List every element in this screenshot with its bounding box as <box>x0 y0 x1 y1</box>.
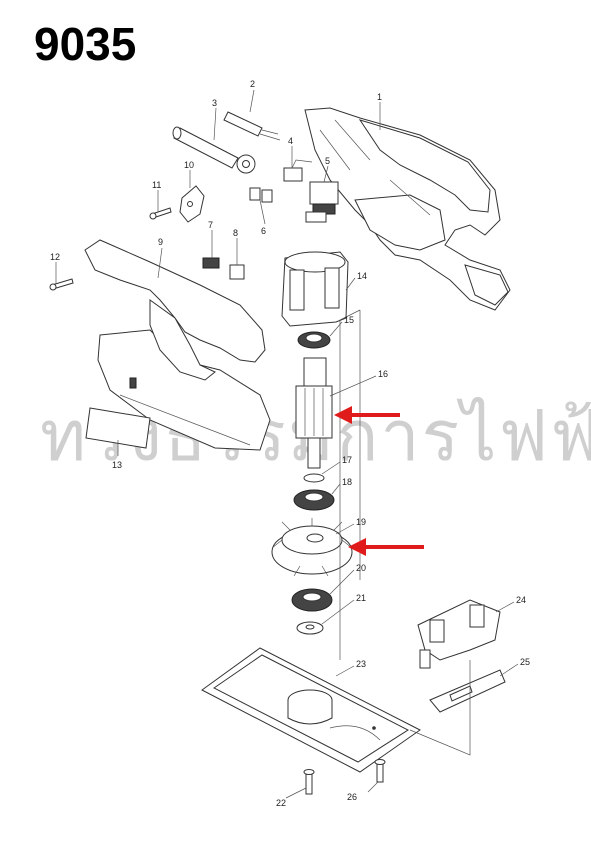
retaining-ring <box>303 473 325 483</box>
svg-text:25: 25 <box>520 657 530 667</box>
clamp-lever <box>429 669 506 713</box>
svg-text:13: 13 <box>112 460 122 470</box>
part-label-4: 4 <box>288 136 293 168</box>
part-label-12: 12 <box>50 252 60 284</box>
svg-text:17: 17 <box>342 455 352 465</box>
cord <box>223 111 281 141</box>
part-label-19: 19 <box>335 517 366 535</box>
part-label-14: 14 <box>345 271 367 291</box>
carbon-brush <box>202 257 220 269</box>
svg-text:2: 2 <box>250 79 255 89</box>
bearing-15 <box>297 331 331 349</box>
part-label-9: 9 <box>157 237 163 279</box>
part-label-21: 21 <box>321 593 366 625</box>
part-label-16: 16 <box>329 369 388 397</box>
svg-text:20: 20 <box>356 563 366 573</box>
part-label-24: 24 <box>495 595 526 613</box>
base-plate <box>201 647 421 773</box>
part-label-26: 26 <box>347 781 379 802</box>
switch <box>305 181 339 223</box>
part-label-22: 22 <box>276 787 307 808</box>
strain-relief <box>179 185 205 223</box>
part-label-11: 11 <box>152 180 161 212</box>
part-label-3: 3 <box>212 98 217 141</box>
part-label-10: 10 <box>184 160 194 188</box>
svg-text:14: 14 <box>357 271 367 281</box>
svg-text:7: 7 <box>208 220 213 230</box>
svg-text:26: 26 <box>347 792 357 802</box>
part-label-5: 5 <box>323 156 330 183</box>
screw-26 <box>374 759 386 783</box>
part-label-1: 1 <box>377 92 382 130</box>
part-label-17: 17 <box>321 455 352 475</box>
part-label-25: 25 <box>499 657 530 677</box>
screw-12 <box>49 278 74 291</box>
brush-holder <box>229 264 245 280</box>
svg-text:19: 19 <box>356 517 366 527</box>
terminal <box>249 187 273 203</box>
screw-22 <box>303 769 315 795</box>
paper-clamp <box>417 599 501 669</box>
part-label-13: 13 <box>112 440 122 470</box>
svg-text:21: 21 <box>356 593 366 603</box>
name-plate <box>85 407 151 449</box>
svg-text:18: 18 <box>342 477 352 487</box>
housing-right <box>304 107 511 311</box>
svg-text:23: 23 <box>356 659 366 669</box>
svg-text:10: 10 <box>184 160 194 170</box>
part-label-6: 6 <box>259 199 266 236</box>
armature <box>295 357 333 469</box>
svg-text:1: 1 <box>377 92 382 102</box>
svg-text:11: 11 <box>152 180 161 190</box>
svg-text:22: 22 <box>276 798 286 808</box>
svg-text:9: 9 <box>158 237 163 247</box>
cord-guard <box>172 126 256 174</box>
svg-text:5: 5 <box>325 156 330 166</box>
part-label-8: 8 <box>233 228 238 265</box>
part-label-20: 20 <box>329 563 366 595</box>
svg-text:12: 12 <box>50 252 60 262</box>
washer <box>296 621 324 635</box>
bearing-20 <box>291 588 333 612</box>
capacitor <box>283 159 313 182</box>
fan <box>271 518 353 577</box>
svg-text:6: 6 <box>261 226 266 236</box>
svg-text:4: 4 <box>288 136 293 146</box>
highlight-arrow-fan <box>348 538 424 556</box>
part-label-18: 18 <box>331 477 352 495</box>
bearing-18 <box>293 489 335 511</box>
highlight-arrow-armature <box>334 406 400 424</box>
housing-left <box>84 239 271 451</box>
svg-text:24: 24 <box>516 595 526 605</box>
model-number: 9035 <box>34 18 136 70</box>
part-label-23: 23 <box>335 659 366 677</box>
svg-text:3: 3 <box>212 98 217 108</box>
svg-text:8: 8 <box>233 228 238 238</box>
svg-text:16: 16 <box>378 369 388 379</box>
part-label-7: 7 <box>208 220 213 258</box>
field <box>281 251 349 327</box>
svg-text:15: 15 <box>344 315 354 325</box>
part-label-2: 2 <box>249 79 255 113</box>
screw-11 <box>149 207 172 220</box>
part-label-15: 15 <box>329 315 354 337</box>
